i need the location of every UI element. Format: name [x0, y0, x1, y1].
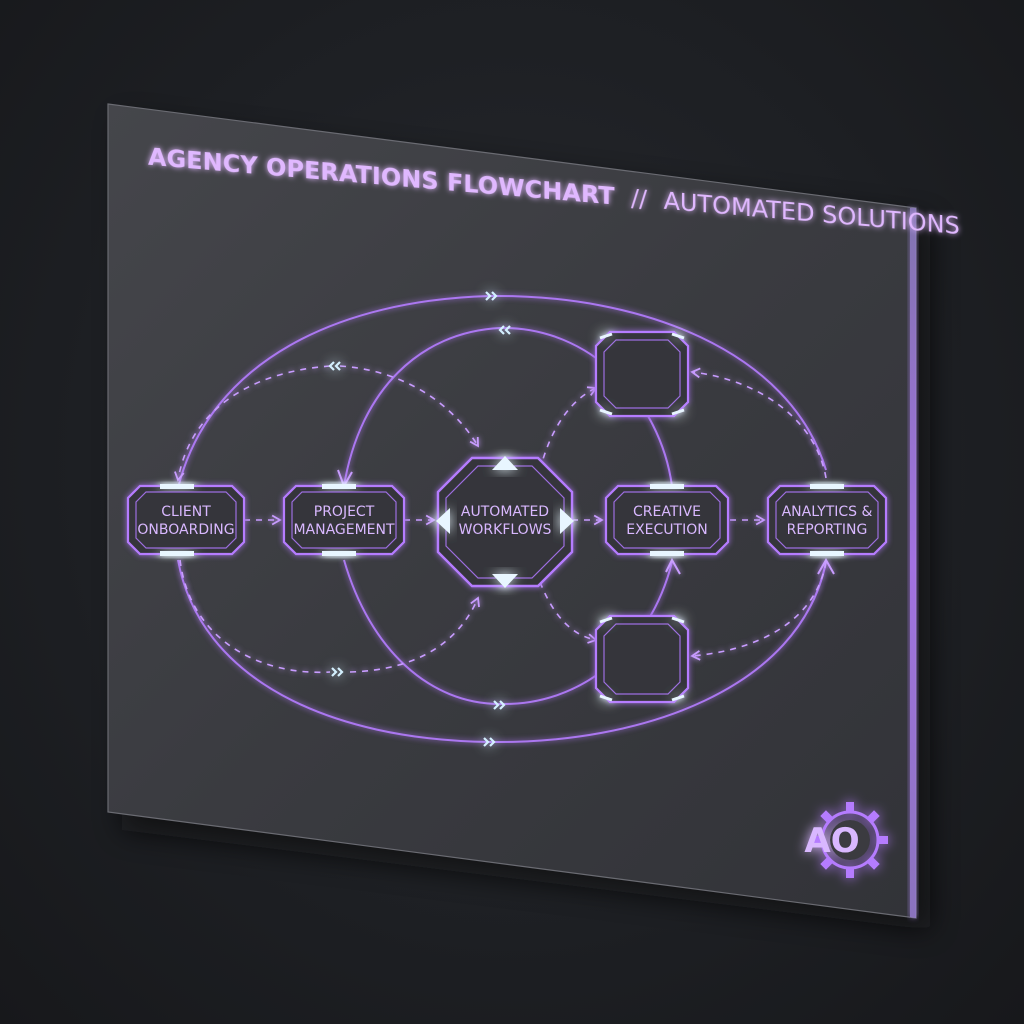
triangle-up-icon: [492, 456, 518, 470]
chevron-right-icon: [485, 291, 498, 301]
node-project-management-line2: MANAGEMENT: [293, 522, 395, 538]
node-project-management-line1: PROJECT: [314, 504, 375, 520]
dashed-bottom-left: [179, 559, 331, 674]
chevron-right-icon: [483, 737, 496, 747]
node-automated-workflows-line2: WORKFLOWS: [459, 522, 552, 538]
node-client-onboarding: CLIENT ONBOARDING: [126, 484, 246, 556]
node-creative-execution-line2: EXECUTION: [626, 522, 707, 538]
chevron-left-icon: [328, 361, 341, 371]
gear-icon: [812, 802, 888, 878]
empty-node-top: [594, 330, 690, 418]
logo-text: AO: [804, 821, 859, 861]
node-analytics-reporting-line2: REPORTING: [787, 522, 868, 538]
dashed-bottom-to-center: [349, 596, 480, 673]
node-creative-execution-line1: CREATIVE: [633, 504, 701, 520]
title-separator: //: [631, 184, 648, 213]
flow-chevrons: [328, 291, 511, 747]
node-client-onboarding-line2: ONBOARDING: [137, 522, 234, 538]
node-project-management: PROJECT MANAGEMENT: [282, 484, 406, 556]
triangle-down-icon: [492, 574, 518, 588]
chevron-right-icon: [493, 700, 506, 710]
empty-node-bottom: [594, 614, 690, 704]
dashed-center-to-top-box: [539, 386, 598, 471]
node-creative-execution: CREATIVE EXECUTION: [604, 484, 730, 556]
node-analytics-reporting: ANALYTICS & REPORTING: [766, 484, 888, 556]
dashed-center-to-bottom-box: [539, 581, 598, 644]
node-client-onboarding-line1: CLIENT: [161, 504, 211, 520]
dashed-connectors: [174, 365, 827, 674]
dashed-top-left: [174, 365, 331, 482]
triangle-right-icon: [560, 508, 574, 534]
logo: AO: [804, 802, 888, 878]
node-analytics-reporting-line1: ANALYTICS &: [782, 504, 873, 520]
dashed-analytics-to-top-box: [690, 367, 827, 479]
node-automated-workflows: AUTOMATED WORKFLOWS: [436, 456, 574, 588]
outer-loop-bottom: [177, 559, 827, 744]
chevron-left-icon: [498, 325, 511, 335]
node-automated-workflows-line1: AUTOMATED: [461, 504, 549, 520]
triangle-left-icon: [436, 508, 450, 534]
dashed-top-to-center: [339, 365, 479, 448]
chevron-right-icon: [331, 667, 344, 677]
